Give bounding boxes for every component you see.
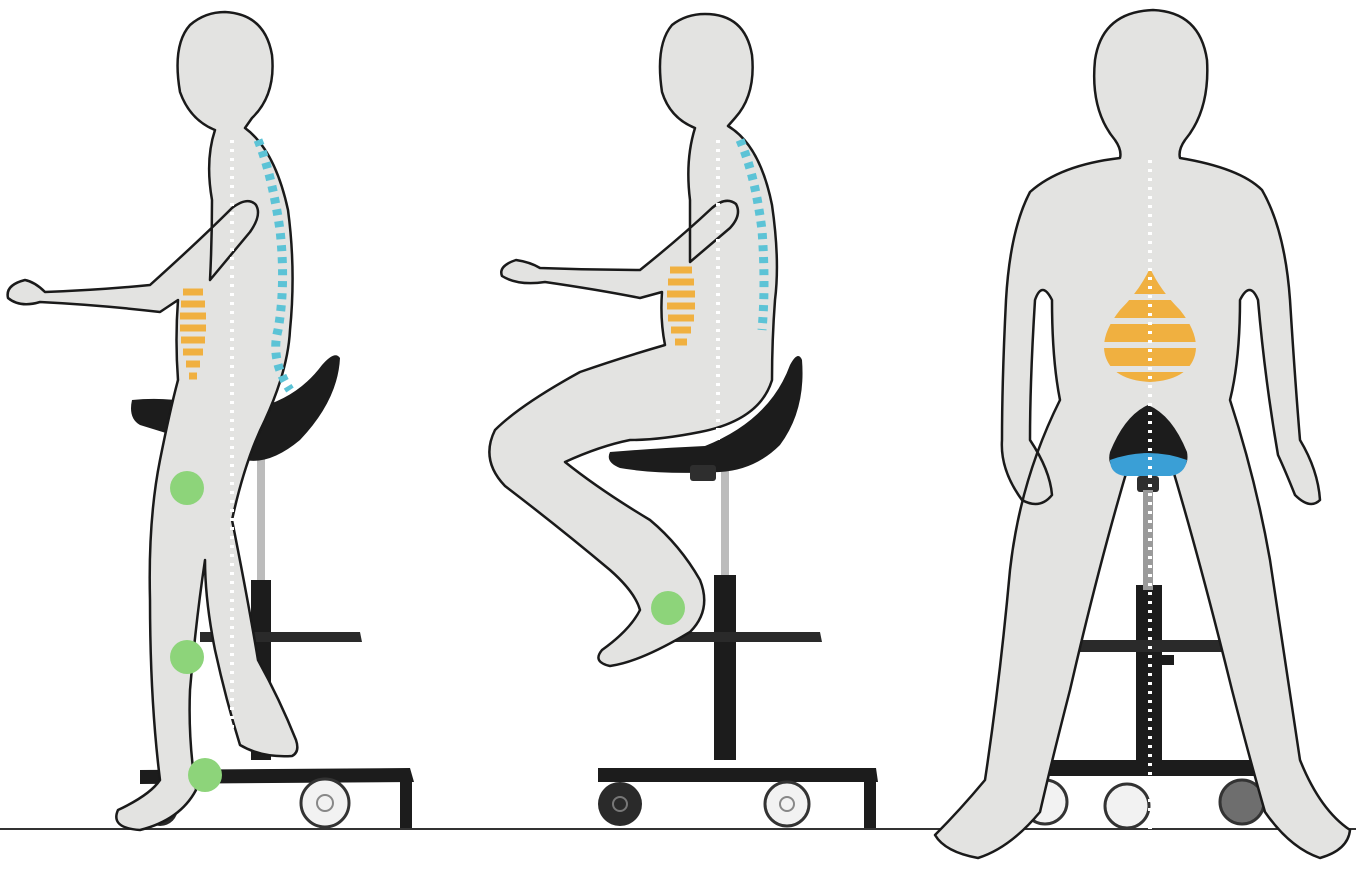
base-leg-right <box>400 778 412 828</box>
human-silhouette <box>489 14 777 666</box>
five-star-base <box>598 768 878 782</box>
gas-pole-metal <box>721 470 729 580</box>
caster-wheel-icon <box>1105 784 1149 828</box>
figure-standing-side <box>8 12 414 830</box>
figure-sitting-front <box>935 10 1350 858</box>
contact-point-icon <box>188 758 222 792</box>
contact-point-icon <box>651 591 685 625</box>
seat-mechanism <box>690 465 716 481</box>
figure-sitting-side <box>489 14 878 828</box>
abdomen-stripes-icon <box>667 270 695 342</box>
height-adjust-knob <box>1160 655 1174 665</box>
caster-wheel-icon <box>765 782 809 826</box>
gas-pole-cylinder <box>714 575 736 760</box>
base-leg-right <box>864 778 876 828</box>
contact-point-icon <box>170 471 204 505</box>
gas-pole-metal <box>257 455 265 585</box>
caster-wheel-icon <box>598 782 642 826</box>
contact-point-icon <box>170 640 204 674</box>
caster-wheel-icon <box>301 779 349 827</box>
